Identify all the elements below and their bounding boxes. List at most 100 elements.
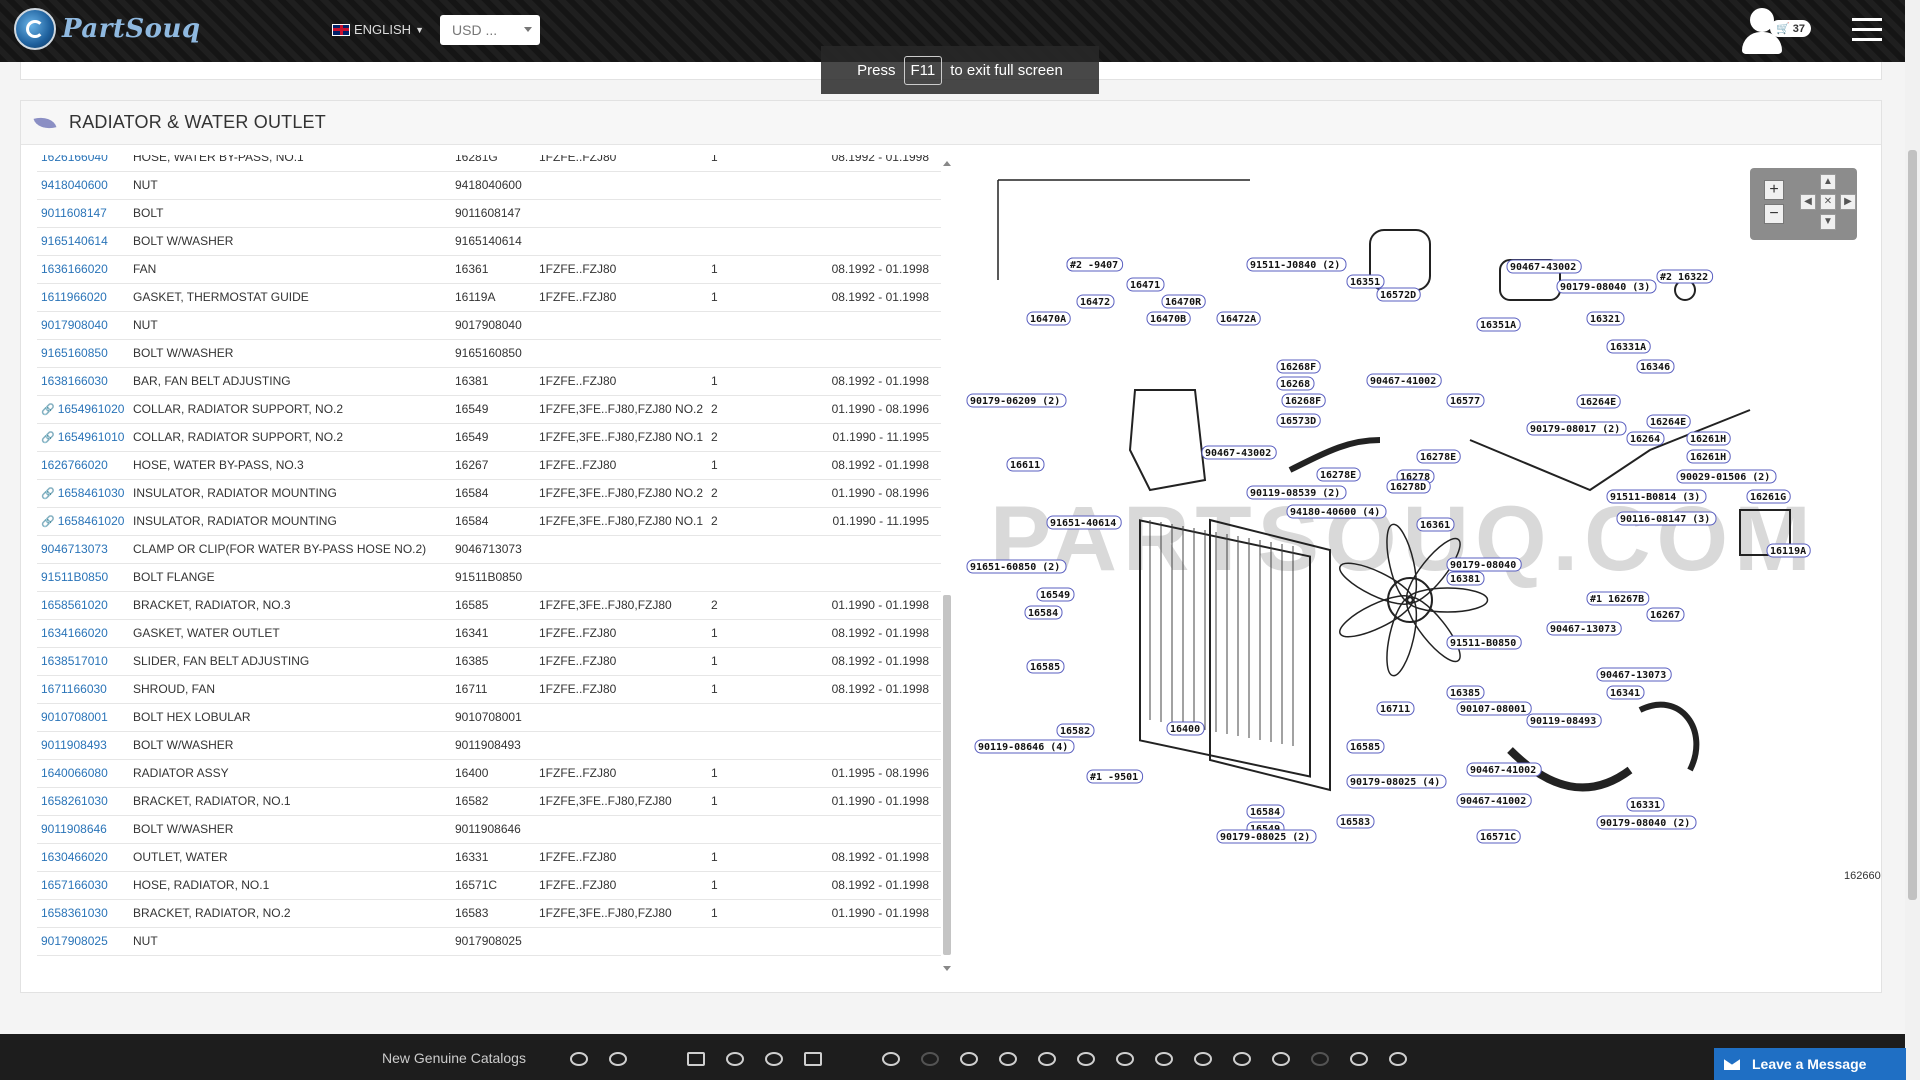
part-number-link[interactable]: 1626166040 (37, 155, 133, 172)
part-number-link[interactable]: 9010708001 (37, 703, 133, 732)
part-number-link[interactable]: 1640066080 (37, 759, 133, 788)
part-name: CLAMP OR CLIP(FOR WATER BY-PASS HOSE NO.… (133, 535, 455, 564)
part-number-link[interactable]: 1658561020 (37, 591, 133, 620)
part-number-link[interactable]: 🔗1658461020 (37, 507, 133, 536)
brand-logo-icon[interactable] (1038, 1052, 1056, 1066)
part-number-link[interactable]: 9011908646 (37, 815, 133, 844)
scroll-down-arrow-icon[interactable] (943, 966, 951, 971)
part-number-link[interactable]: 1671166030 (37, 675, 133, 704)
pan-down-icon[interactable]: ▼ (1820, 214, 1836, 230)
brand-logo-icon[interactable] (687, 1052, 705, 1066)
brand-logo-icon[interactable] (1311, 1052, 1329, 1066)
part-number-link[interactable]: 🔗1654961010 (37, 423, 133, 452)
brand-logo-icon[interactable] (999, 1052, 1017, 1066)
scrollbar-thumb[interactable] (943, 595, 951, 955)
brand-logo-icon[interactable] (765, 1052, 783, 1066)
brand-logo-icon[interactable] (1350, 1052, 1368, 1066)
part-number-link[interactable]: 9011608147 (37, 199, 133, 228)
pan-right-icon[interactable]: ▶ (1840, 194, 1856, 210)
part-number-link[interactable]: 1626766020 (37, 451, 133, 480)
part-number-link[interactable]: 1638517010 (37, 647, 133, 676)
part-number-link[interactable]: 1657166030 (37, 871, 133, 900)
pan-up-icon[interactable]: ▲ (1820, 174, 1836, 190)
part-number-link[interactable]: 🔗1658461030 (37, 479, 133, 508)
language-selector[interactable]: ENGLISH ▼ (332, 22, 424, 37)
page-scrollbar-thumb[interactable] (1908, 150, 1917, 900)
brand-logo-icon[interactable] (609, 1052, 627, 1066)
leave-message-button[interactable]: Leave a Message (1714, 1048, 1906, 1080)
part-number-link[interactable]: 1638166030 (37, 367, 133, 396)
pan-left-icon[interactable]: ◀ (1800, 194, 1816, 210)
brand-logo-icon[interactable] (726, 1052, 744, 1066)
brand-logo-icon[interactable] (1233, 1052, 1251, 1066)
parts-diagram[interactable]: PARTSOUQ.COM16470164711647216470A16470R1… (950, 150, 1830, 870)
part-number-link[interactable]: 1658361030 (37, 899, 133, 928)
reset-view-icon[interactable]: ✕ (1820, 194, 1836, 210)
brand-logo-icon[interactable] (1389, 1052, 1407, 1066)
brand-logo-icon[interactable] (882, 1052, 900, 1066)
part-number-link[interactable]: 1611966020 (37, 283, 133, 312)
brand-logo-icon[interactable] (570, 1052, 588, 1066)
part-number-link[interactable]: 9418040600 (37, 171, 133, 200)
page-scrollbar[interactable] (1905, 0, 1920, 1080)
part-number-link[interactable]: 91511B0850 (37, 563, 133, 592)
part-number-link[interactable]: 1658261030 (37, 787, 133, 816)
zoom-out-button[interactable]: − (1764, 204, 1784, 224)
part-number-link[interactable]: 1636166020 (37, 255, 133, 284)
brand-logo-icon[interactable] (1272, 1052, 1290, 1066)
brand-logo-icon[interactable] (921, 1052, 939, 1066)
part-number-link[interactable]: 9017908025 (37, 927, 133, 956)
part-number-link[interactable]: 1634166020 (37, 619, 133, 648)
table-scrollbar[interactable] (941, 155, 953, 977)
scroll-up-arrow-icon[interactable] (943, 161, 951, 166)
cart-badge[interactable]: 🛒 37 (1770, 20, 1812, 37)
zoom-in-button[interactable]: + (1764, 180, 1784, 200)
part-number-link[interactable]: 9046713073 (37, 535, 133, 564)
part-number-link[interactable]: 🔗1654961020 (37, 395, 133, 424)
brand-logo-icon[interactable] (1116, 1052, 1134, 1066)
site-logo[interactable]: PartSouq (14, 8, 201, 50)
brand-logo-icon[interactable] (804, 1052, 822, 1066)
part-number-link[interactable]: 9165160850 (37, 339, 133, 368)
part-number-link[interactable]: 9017908040 (37, 311, 133, 340)
part-number-link[interactable]: 1630466020 (37, 843, 133, 872)
brand-logo-icon[interactable] (960, 1052, 978, 1066)
brand-logo-icon[interactable] (1077, 1052, 1095, 1066)
currency-select[interactable]: USD ... (440, 15, 540, 45)
brand-logo-icon[interactable] (1194, 1052, 1212, 1066)
brand-logo-icon[interactable] (1155, 1052, 1173, 1066)
part-number-link[interactable]: 9011908493 (37, 731, 133, 760)
part-number-link[interactable]: 9165140614 (37, 227, 133, 256)
menu-hamburger-icon[interactable] (1852, 18, 1882, 42)
